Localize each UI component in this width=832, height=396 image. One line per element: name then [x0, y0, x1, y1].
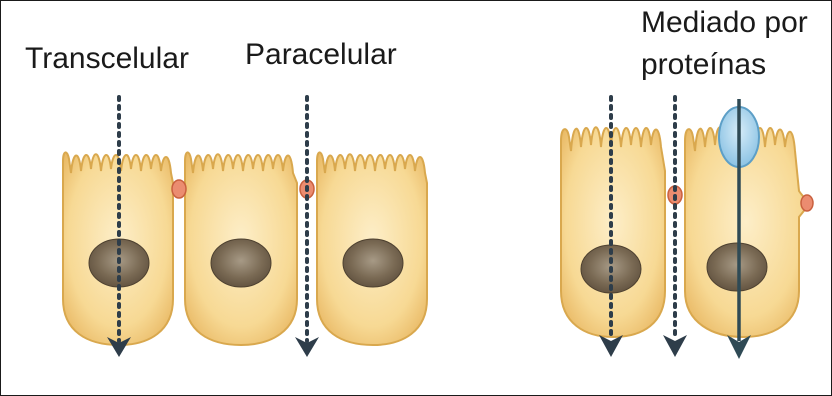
- paracellular-arrow: [295, 97, 319, 357]
- right-epithelium: [561, 97, 813, 359]
- dotted-down-arrow-icon: [663, 335, 687, 357]
- paracellular-arrow-right: [663, 97, 687, 357]
- label-mediado-por: Mediado por: [641, 5, 808, 41]
- label-paracelular: Paracelular: [245, 37, 397, 73]
- nucleus: [211, 239, 271, 287]
- nucleus: [343, 239, 403, 287]
- label-transcelular: Transcelular: [25, 41, 189, 77]
- dotted-down-arrow-icon: [599, 335, 623, 357]
- nucleus: [707, 243, 767, 291]
- label-proteinas: proteínas: [641, 47, 766, 83]
- tight-junction: [172, 180, 186, 198]
- tight-junction: [801, 195, 813, 211]
- left-epithelium: [63, 97, 427, 357]
